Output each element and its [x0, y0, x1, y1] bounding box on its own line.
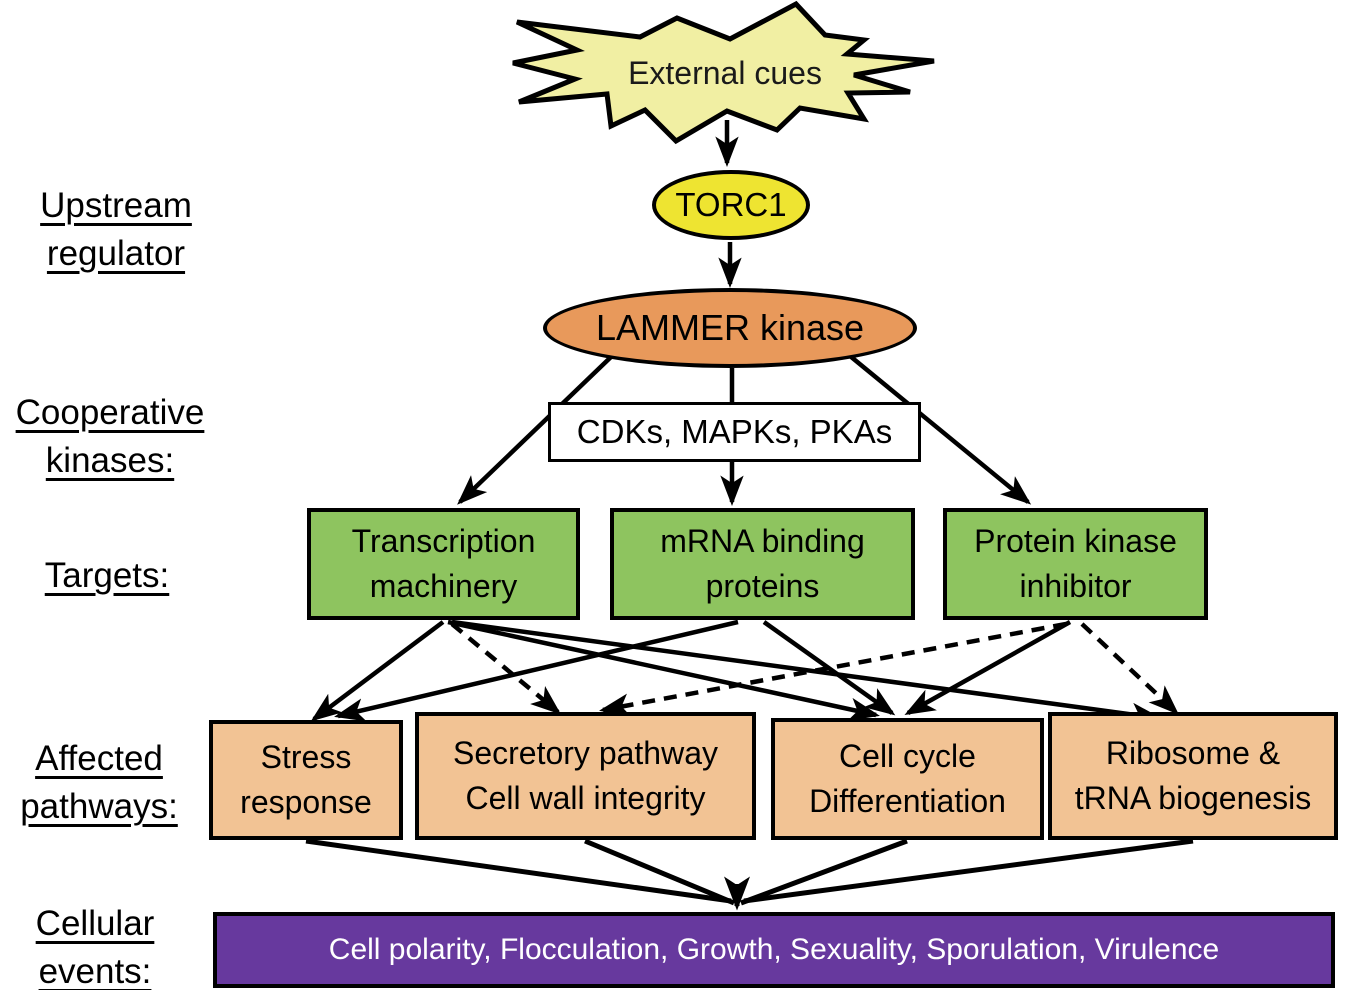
- target-protein-kinase-inhibitor: Protein kinase inhibitor: [943, 508, 1208, 620]
- pathway-ribosome-trna-biogenesis: Ribosome & tRNA biogenesis: [1048, 712, 1338, 840]
- arrow-transcription-to-ribosome: [451, 619, 1163, 727]
- line-stress-to-cellular-events: [305, 838, 732, 904]
- row-label-cooperative-kinases: Cooperative kinases:: [15, 393, 205, 480]
- pathway-stress-response: Stress response: [209, 720, 403, 840]
- line-cell-cycle-to-cellular-events: [740, 838, 908, 906]
- external-cues-label: External cues: [628, 54, 822, 91]
- dashed-arrow-pki-to-ribosome: [1080, 622, 1179, 715]
- cellular-events-bar: Cell polarity, Flocculation, Growth, Sex…: [213, 912, 1335, 988]
- lammer-kinase-node: LAMMER kinase: [543, 288, 917, 368]
- arrow-transcription-to-cell-cycle: [447, 619, 880, 721]
- row-label-targets: Targets:: [44, 556, 170, 595]
- row-label-affected-pathways: Affected pathways:: [20, 739, 178, 826]
- pathway-secretory-cell-wall: Secretory pathway Cell wall integrity: [415, 712, 756, 840]
- dashed-arrow-pki-to-secretory: [599, 621, 1067, 717]
- cooperative-kinases-box: CDKs, MAPKs, PKAs: [548, 402, 921, 462]
- line-secretory-to-cellular-events: [584, 838, 735, 906]
- row-label-upstream-regulator: Upstream regulator: [40, 186, 192, 273]
- arrow-lammer-to-transcription-machinery: [457, 354, 614, 505]
- row-label-cellular-events: Cellular events:: [35, 904, 155, 990]
- arrow-mrna-to-stress-response: [334, 619, 739, 722]
- line-ribosome-to-cellular-events: [743, 838, 1194, 904]
- arrow-mrna-to-cell-cycle: [762, 620, 896, 716]
- target-mrna-binding-proteins: mRNA binding proteins: [610, 508, 915, 620]
- target-transcription-machinery: Transcription machinery: [307, 508, 580, 620]
- dashed-arrow-transcription-to-secretory: [450, 622, 562, 715]
- arrow-pki-to-cell-cycle: [904, 620, 1072, 715]
- pathway-cell-cycle-differentiation: Cell cycle Differentiation: [771, 718, 1044, 840]
- arrow-lammer-to-protein-kinase-inhibitor: [848, 354, 1032, 505]
- torc1-node: TORC1: [652, 170, 810, 240]
- starburst-shape: [512, 0, 935, 145]
